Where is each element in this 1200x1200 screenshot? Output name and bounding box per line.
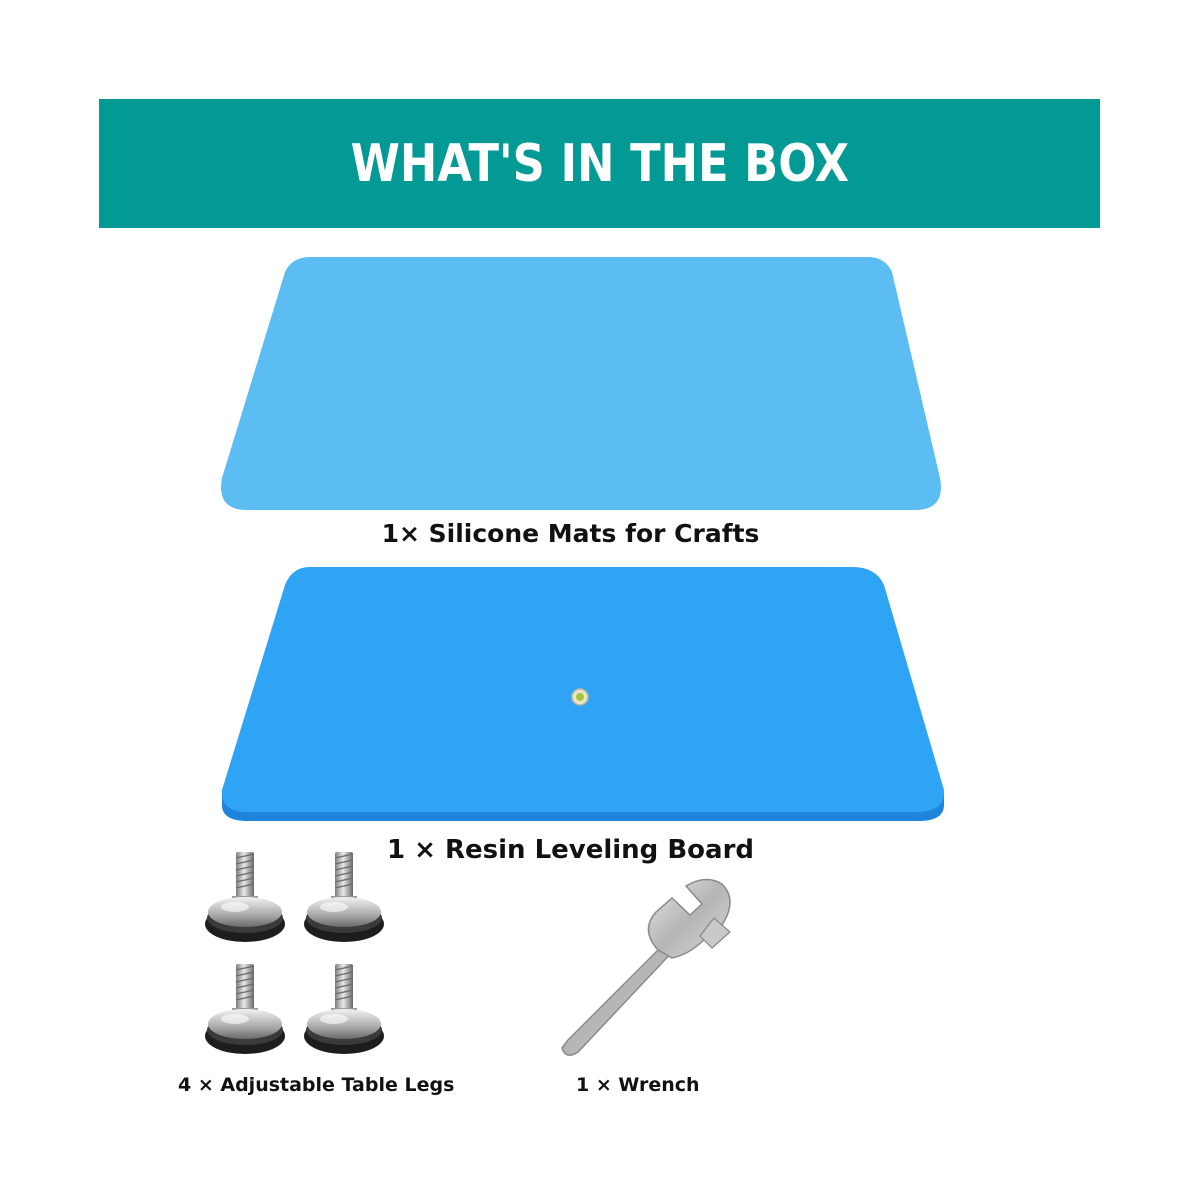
header-banner: WHAT'S IN THE BOX	[99, 99, 1100, 228]
adjustable-leg-icon	[303, 851, 385, 943]
table-legs-label: 4 × Adjustable Table Legs	[178, 1074, 455, 1096]
adjustable-leg-icon	[303, 963, 385, 1055]
adjustable-leg-icon	[204, 851, 286, 943]
wrench-label: 1 × Wrench	[576, 1074, 700, 1096]
silicone-mat-label: 1× Silicone Mats for Crafts	[381, 519, 760, 548]
banner-title: WHAT'S IN THE BOX	[350, 133, 849, 194]
leveling-board-label: 1 × Resin Leveling Board	[386, 835, 755, 865]
adjustable-leg-icon	[204, 963, 286, 1055]
bubble-level-icon	[571, 688, 589, 706]
